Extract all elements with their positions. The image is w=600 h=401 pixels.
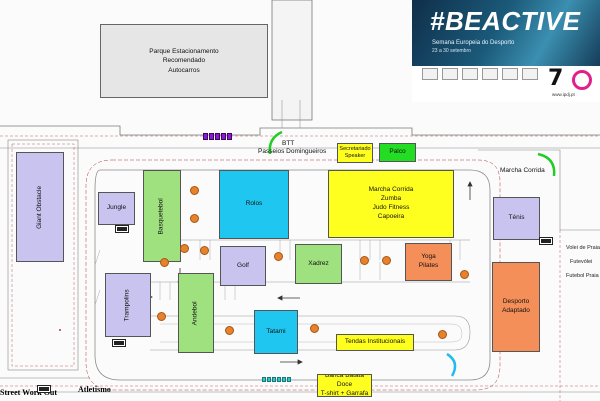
zone-desporto-adaptado[interactable]: Desporto Adaptado <box>492 262 540 352</box>
banner-number-mark: 7 <box>548 66 564 91</box>
tree-icon <box>310 324 319 333</box>
zone-banca-label: Banca Batata Doce T-shirt + Garrafa <box>320 374 369 397</box>
zone-basquetebol-label: Basquetebol <box>157 197 165 235</box>
marcha-corrida-label: Marcha Corrida <box>500 167 545 174</box>
zone-basquetebol[interactable]: Basquetebol <box>143 170 181 262</box>
tree-icon <box>360 256 369 265</box>
ipdj-logo-icon <box>572 70 592 90</box>
tree-icon <box>382 256 391 265</box>
zone-tendas[interactable]: Tendas Institucionais <box>336 334 414 351</box>
zone-activities-label: Marcha Corrida Zumba Judo Fitness Capoei… <box>368 186 414 220</box>
purple-equipment-strip <box>203 133 232 140</box>
sponsor-logo-icon <box>422 68 438 80</box>
tree-icon <box>190 186 199 195</box>
tree-icon <box>157 312 166 321</box>
zone-giant-obstacle[interactable]: Giant Obstacle <box>16 152 64 262</box>
zone-xadrez[interactable]: Xadrez <box>295 244 342 284</box>
banner-dates: 23 a 30 setembro <box>432 48 471 54</box>
zone-jungle-label: Jungle <box>106 204 127 212</box>
zone-tatami[interactable]: Tatami <box>254 310 298 354</box>
street-work-out-label: Street Work Out <box>0 388 58 397</box>
zone-tenis[interactable]: Ténis <box>493 197 540 240</box>
zone-rolos-label: Rolos <box>245 200 263 208</box>
futebol-praia-label: Futebol Praia <box>566 273 599 279</box>
tree-icon <box>460 270 469 279</box>
futevolei-label: Futevólei <box>570 259 593 265</box>
tree-icon <box>225 326 234 335</box>
tree-icon <box>190 214 199 223</box>
sponsor-logos <box>422 68 538 80</box>
zone-tenis-label: Ténis <box>508 214 525 222</box>
track-marker-icon <box>112 339 126 347</box>
zone-giant-obstacle-label: Giant Obstacle <box>35 185 43 229</box>
zone-golf[interactable]: Golf <box>220 246 266 286</box>
zone-palco[interactable]: Palco <box>379 143 416 162</box>
zone-trampolins-label: Trampolins <box>123 289 131 321</box>
btt-label: BTT <box>282 140 295 147</box>
voleibol-label: Volei de Praia <box>566 245 600 251</box>
sponsor-logo-icon <box>522 68 538 80</box>
zone-tendas-label: Tendas Institucionais <box>344 338 406 346</box>
tree-icon <box>160 258 169 267</box>
zone-yoga[interactable]: Yoga Pilates <box>405 243 452 281</box>
tree-icon <box>438 330 447 339</box>
zone-xadrez-label: Xadrez <box>308 259 329 267</box>
atletismo-label: Atletismo <box>78 385 111 394</box>
zone-andebol-label: Andebol <box>191 301 199 325</box>
zone-desporto-adaptado-label: Desporto Adaptado <box>502 298 530 314</box>
tree-icon <box>274 252 283 261</box>
zone-andebol[interactable]: Andebol <box>178 273 214 353</box>
zone-palco-label: Palco <box>389 148 406 156</box>
zone-trampolins[interactable]: Trampolins <box>105 273 151 337</box>
zone-secretariado-label: Secretariado Speaker <box>339 145 371 159</box>
zone-tatami-label: Tatami <box>266 327 286 335</box>
event-banner: #BEACTIVE Semana Europeia do Desporto 23… <box>412 0 600 102</box>
zone-jungle[interactable]: Jungle <box>98 192 135 225</box>
teal-equipment-strip <box>262 377 291 382</box>
zone-banca[interactable]: Banca Batata Doce T-shirt + Garrafa <box>317 374 372 397</box>
sponsor-logo-icon <box>482 68 498 80</box>
sponsor-logo-icon <box>462 68 478 80</box>
track-marker-icon <box>539 237 553 245</box>
bus-parking-area: Parque Estacionamento Recomendado Autoca… <box>100 24 268 98</box>
banner-title: #BEACTIVE <box>430 6 581 36</box>
sponsor-logo-icon <box>442 68 458 80</box>
banner-photo: #BEACTIVE Semana Europeia do Desporto 23… <box>412 0 600 66</box>
zone-golf-label: Golf <box>237 261 249 269</box>
track-marker-icon <box>37 385 51 393</box>
passeios-label: Passeios Domingueiros <box>258 148 327 155</box>
banner-url: www.ipdj.pt <box>552 92 575 97</box>
banner-subtitle: Semana Europeia do Desporto <box>432 40 515 46</box>
zone-activities[interactable]: Marcha Corrida Zumba Judo Fitness Capoei… <box>328 170 454 238</box>
zone-secretariado[interactable]: Secretariado Speaker <box>337 143 373 163</box>
zone-yoga-label: Yoga Pilates <box>418 253 439 269</box>
tree-icon <box>200 246 209 255</box>
track-marker-icon <box>115 225 129 233</box>
bus-parking-label: Parque Estacionamento Recomendado Autoca… <box>149 47 219 74</box>
sponsor-logo-icon <box>502 68 518 80</box>
tree-icon <box>180 244 189 253</box>
zone-rolos[interactable]: Rolos <box>219 170 289 239</box>
